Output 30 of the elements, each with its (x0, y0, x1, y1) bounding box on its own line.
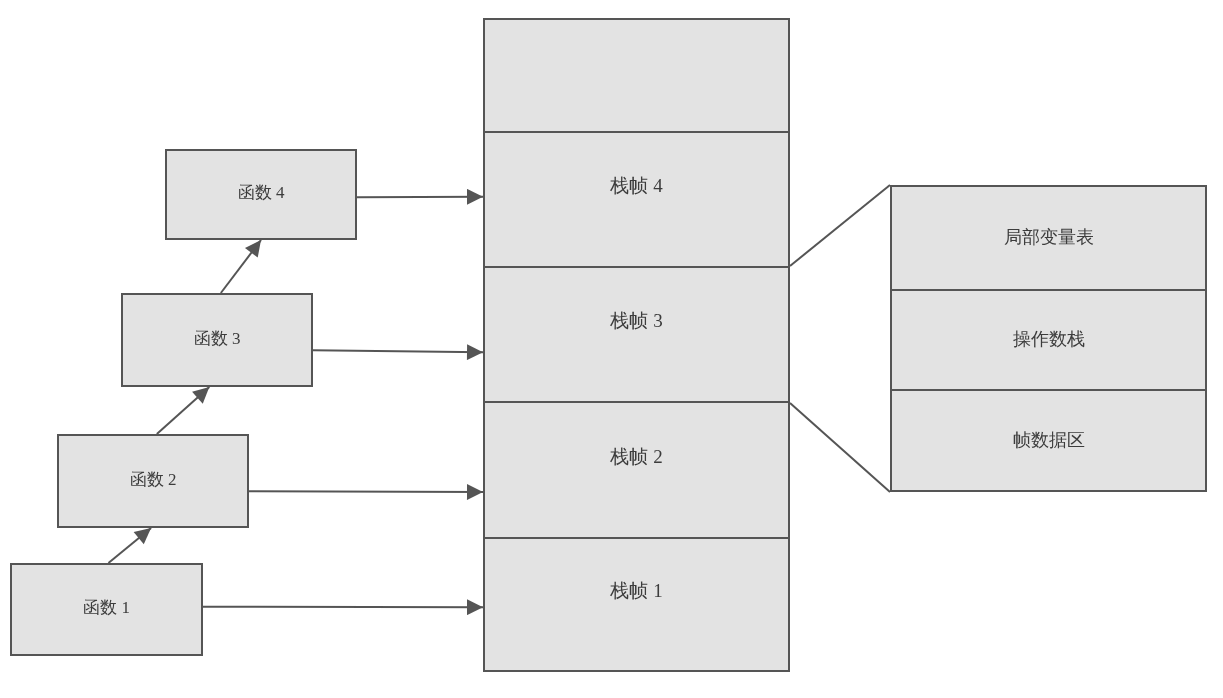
arrow (248, 484, 484, 501)
expanded-frame-box (890, 185, 1207, 492)
section-label: 帧数据区 (1012, 429, 1085, 452)
arrow (356, 188, 484, 205)
frame-label: 栈帧 2 (610, 445, 663, 469)
function-name: 函数 2 (129, 469, 177, 491)
section-label: 操作数栈 (1012, 329, 1085, 351)
stack-frame-box (483, 18, 790, 133)
arrow (219, 239, 262, 294)
arrow (155, 386, 211, 435)
function-box (10, 563, 203, 656)
function-box (57, 434, 249, 528)
connector-line (789, 184, 891, 267)
function-name: 函数 4 (237, 183, 285, 204)
arrow (202, 599, 484, 616)
function-box (165, 149, 357, 240)
stack-frame-box (483, 131, 790, 268)
stack-frame-box (483, 401, 790, 539)
connector-line (789, 402, 891, 493)
stack-frame-box (483, 266, 790, 403)
stack-frame-box (483, 537, 790, 672)
frame-label: 栈帧 3 (610, 310, 663, 333)
section-label: 局部变量表 (1003, 227, 1094, 249)
function-name: 函数 3 (193, 328, 241, 350)
arrow (312, 344, 484, 361)
function-name: 函数 1 (83, 598, 130, 619)
frame-label: 栈帧 4 (610, 175, 663, 198)
frame-label: 栈帧 1 (610, 580, 663, 603)
function-box (121, 293, 313, 387)
arrow (107, 527, 153, 564)
